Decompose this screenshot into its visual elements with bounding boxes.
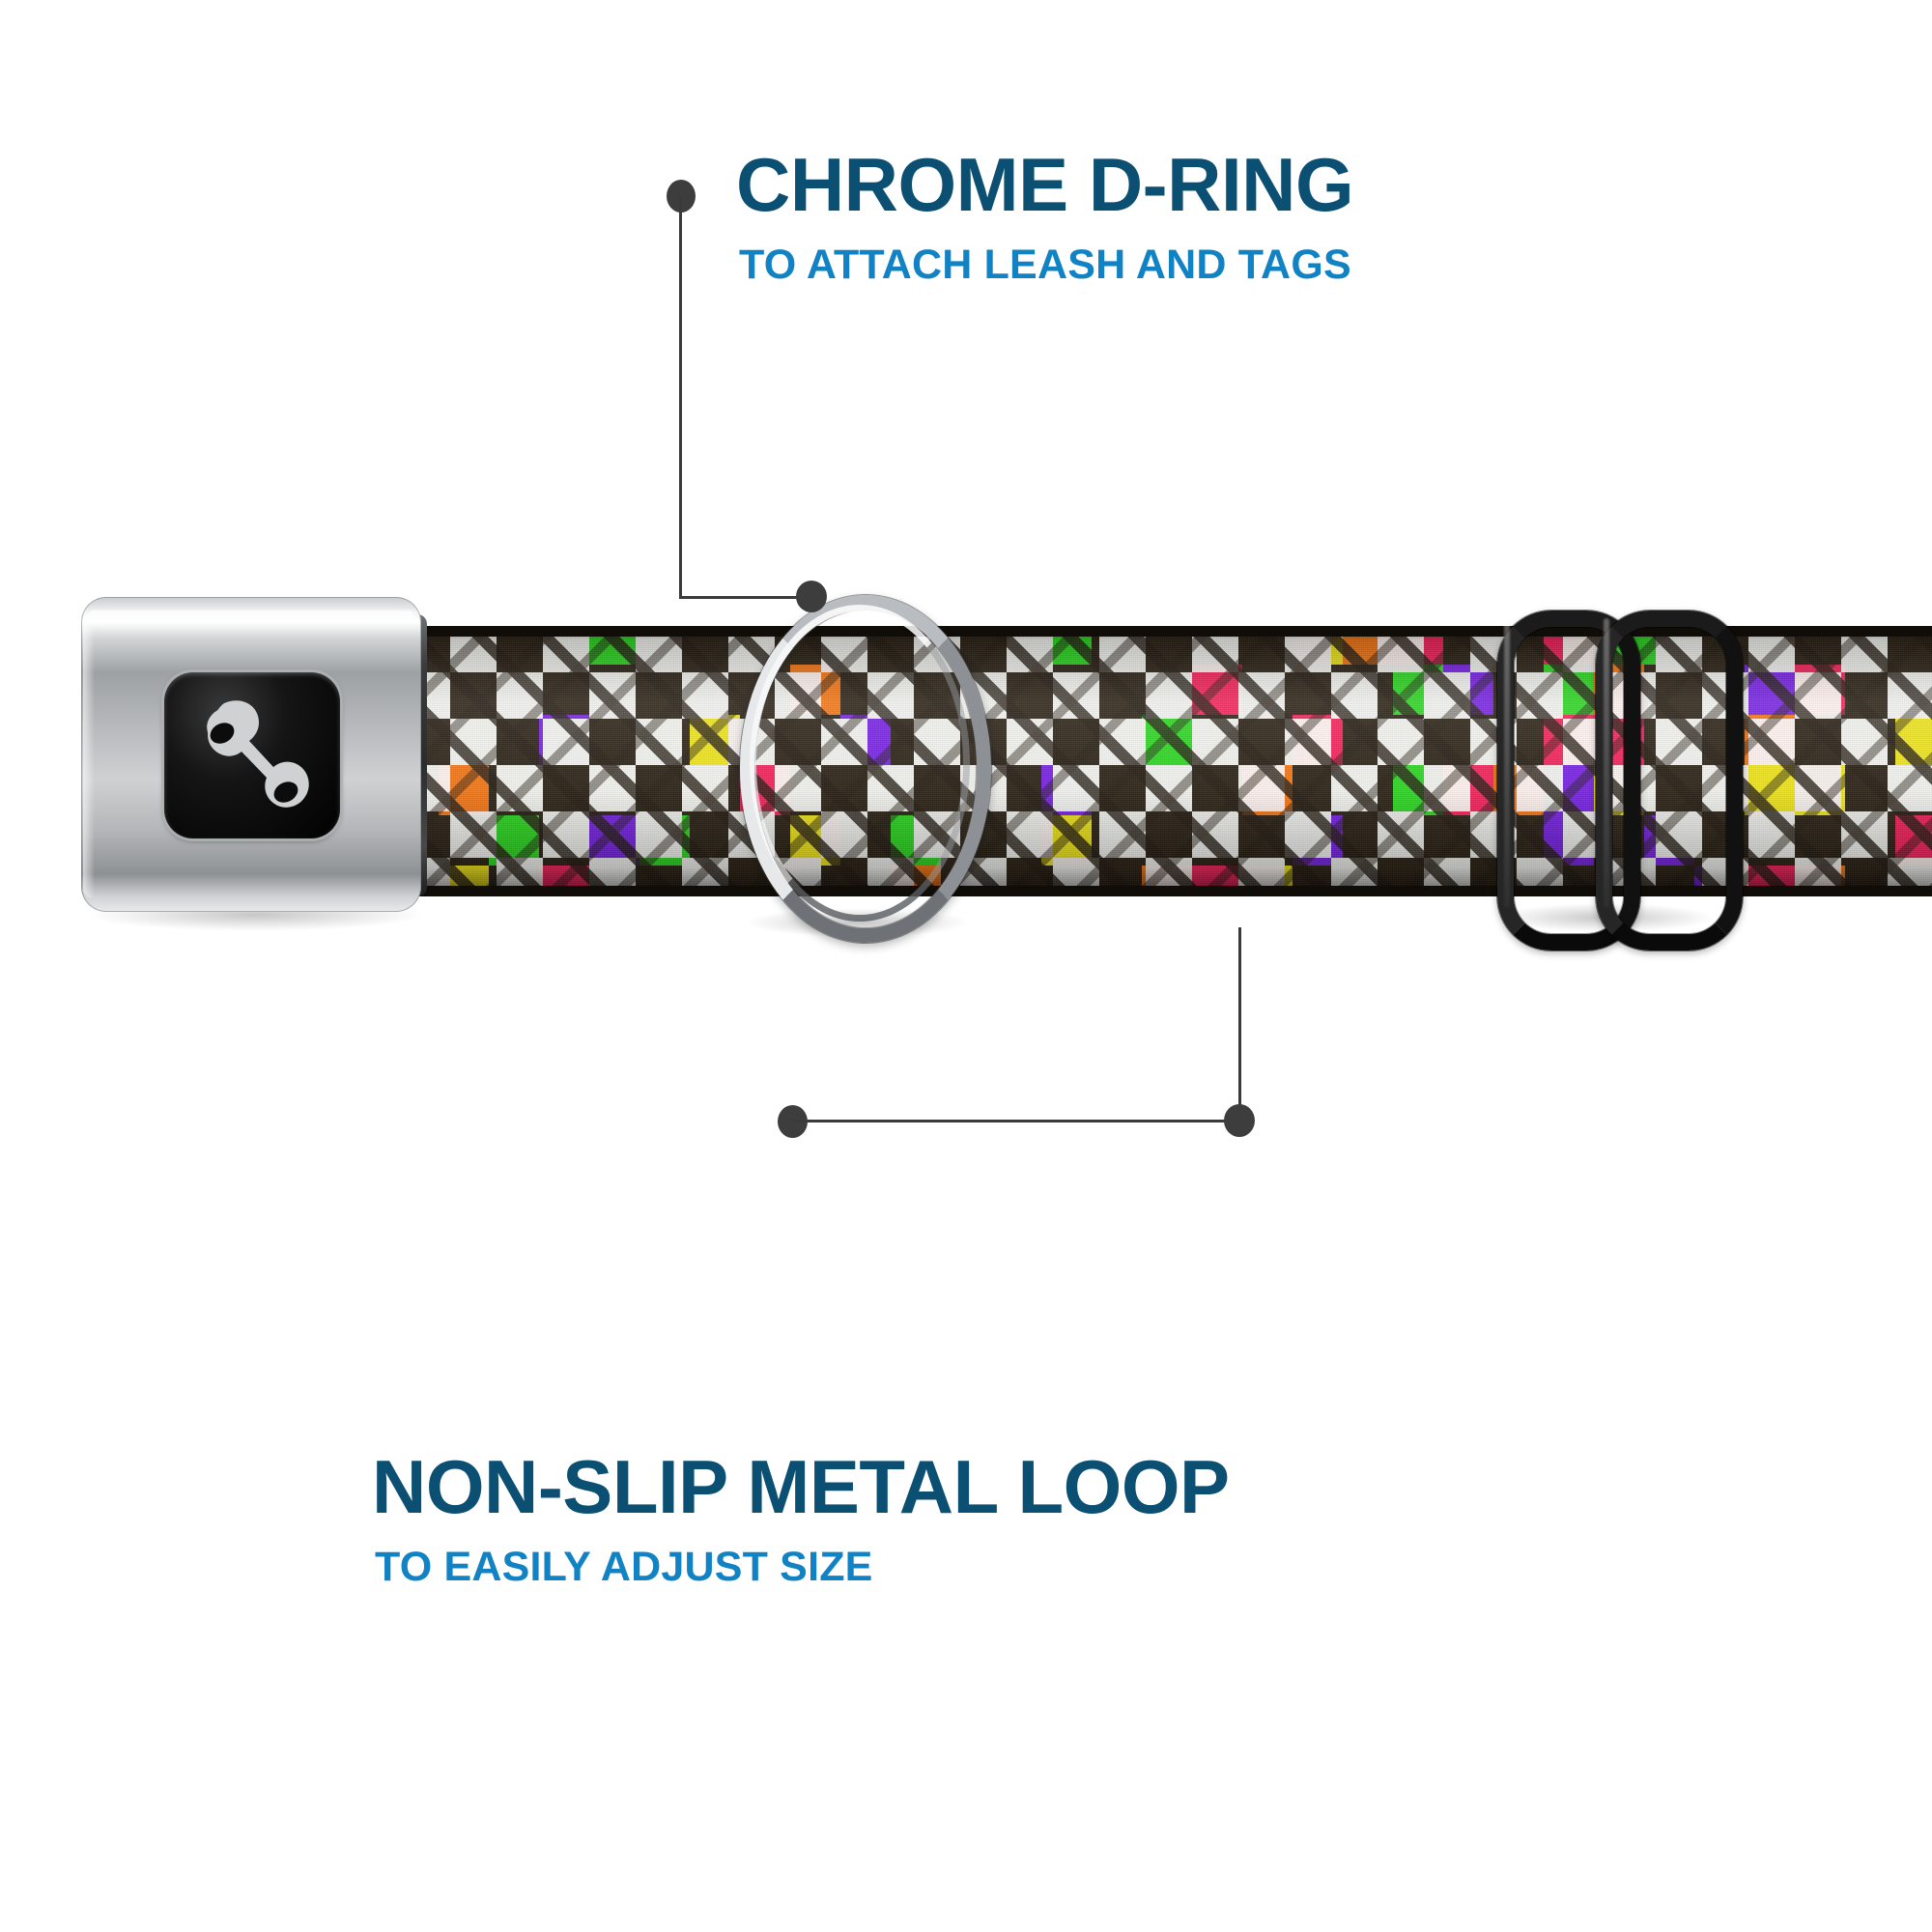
seatbelt-buckle (81, 597, 427, 912)
buckle-release-button (164, 672, 340, 838)
chrome-d-ring (740, 595, 991, 943)
d-ring-callout-dot-target (796, 581, 827, 612)
d-ring-inner-band (750, 605, 970, 922)
strap-edge-top (404, 626, 1932, 637)
d-ring-callout-line-vertical (679, 196, 682, 599)
d-ring-callout-subtitle: TO ATTACH LEASH AND TAGS (739, 242, 1351, 288)
metal-loop-left-bar (1497, 611, 1640, 951)
buckle-top-sheen (87, 611, 415, 626)
metal-loop-callout-line-horizontal (792, 1120, 1241, 1122)
metal-loop-highlight-left (1504, 618, 1510, 908)
buckle-left-highlight (83, 611, 95, 898)
strap-edge-bottom (404, 886, 1932, 896)
metal-loop-highlight-right (1604, 618, 1609, 908)
metal-loop-callout-line-vertical (1238, 927, 1241, 1121)
d-ring-callout-line-horizontal (679, 596, 814, 599)
d-ring-callout-title: CHROME D-RING (736, 142, 1354, 227)
metal-loop-callout-subtitle: TO EASILY ADJUST SIZE (375, 1544, 873, 1590)
metal-loop-callout-title: NON-SLIP METAL LOOP (372, 1444, 1230, 1529)
bone-icon (207, 700, 309, 808)
metal-loop-right-bar (1596, 611, 1743, 951)
metal-loop-callout-dot-target (1224, 1104, 1255, 1137)
non-slip-metal-loop (1497, 611, 1743, 951)
